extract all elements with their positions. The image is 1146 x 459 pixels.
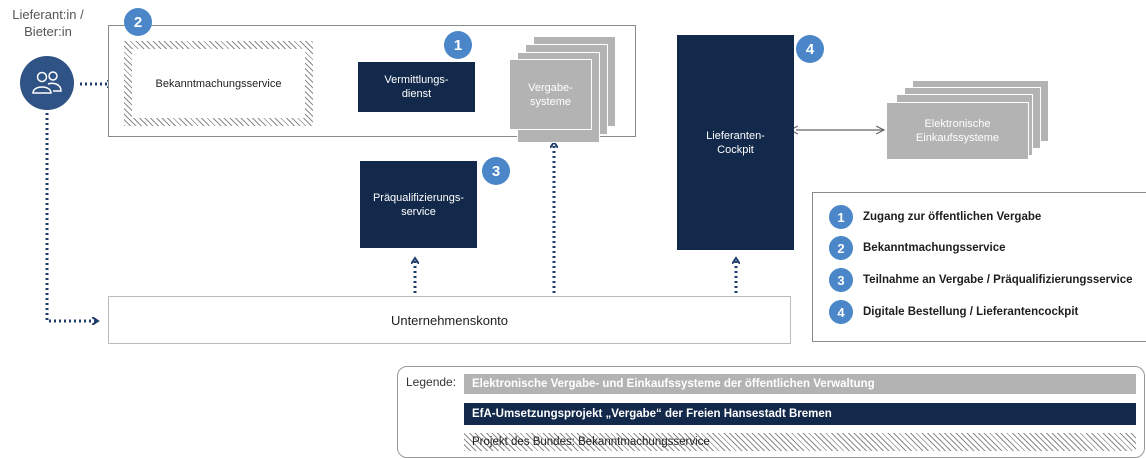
user-group-icon: [20, 56, 74, 110]
user-group-glyph: [32, 71, 62, 94]
key-badge-2: 2: [829, 236, 853, 260]
badge-4: 4: [796, 35, 824, 63]
bekanntmachung-box: Bekanntmachungsservice: [132, 49, 305, 118]
vergabesysteme-box: Vergabe- systeme: [509, 59, 592, 130]
legend-hatched-row: Projekt des Bundes: Bekanntmachungsservi…: [472, 436, 710, 448]
key-text-1: Zugang zur öffentlichen Vergabe: [863, 211, 1042, 223]
badge-1: 1: [444, 31, 472, 59]
key-text-4: Digitale Bestellung / Lieferantencockpit: [863, 306, 1079, 318]
key-badge-4: 4: [829, 300, 853, 324]
actor-to-konto-connector: [45, 108, 98, 321]
legend-hatched-row-bg: [464, 433, 1136, 451]
badge-2: 2: [124, 8, 152, 36]
legend-title: Legende:: [406, 375, 457, 389]
key-text-2: Bekanntmachungsservice: [863, 242, 1006, 254]
key-item-4: 4 Digitale Bestellung / Lieferantencockp…: [829, 300, 1078, 324]
key-item-1: 1 Zugang zur öffentlichen Vergabe: [829, 205, 1041, 229]
cockpit-box: Lieferanten- Cockpit: [677, 35, 794, 250]
key-text-3: Teilnahme an Vergabe / Präqualifizierung…: [863, 274, 1133, 286]
key-badge-1: 1: [829, 205, 853, 229]
key-badge-3: 3: [829, 268, 853, 292]
key-item-3: 3 Teilnahme an Vergabe / Präqualifizieru…: [829, 268, 1133, 292]
key-item-2: 2 Bekanntmachungsservice: [829, 236, 1006, 260]
actor-label: Lieferant:in / Bieter:in: [12, 7, 84, 39]
badge-3: 3: [482, 157, 510, 185]
einkauf-box: Elektronische Einkaufssysteme: [886, 102, 1029, 160]
konto-box: Unternehmenskonto: [108, 296, 791, 344]
legend-grey-row: Elektronische Vergabe- und Einkaufssyste…: [464, 374, 1136, 394]
praequal-box: Präqualifizierungs- service: [360, 161, 477, 248]
legend-navy-row: EfA-Umsetzungsprojekt „Vergabe“ der Frei…: [464, 403, 1136, 425]
key-box: 1 Zugang zur öffentlichen Vergabe 2 Beka…: [812, 192, 1146, 342]
legend-box: Legende: Elektronische Vergabe- und Eink…: [397, 366, 1145, 458]
vermittlung-box: Vermittlungs- dienst: [358, 62, 475, 112]
